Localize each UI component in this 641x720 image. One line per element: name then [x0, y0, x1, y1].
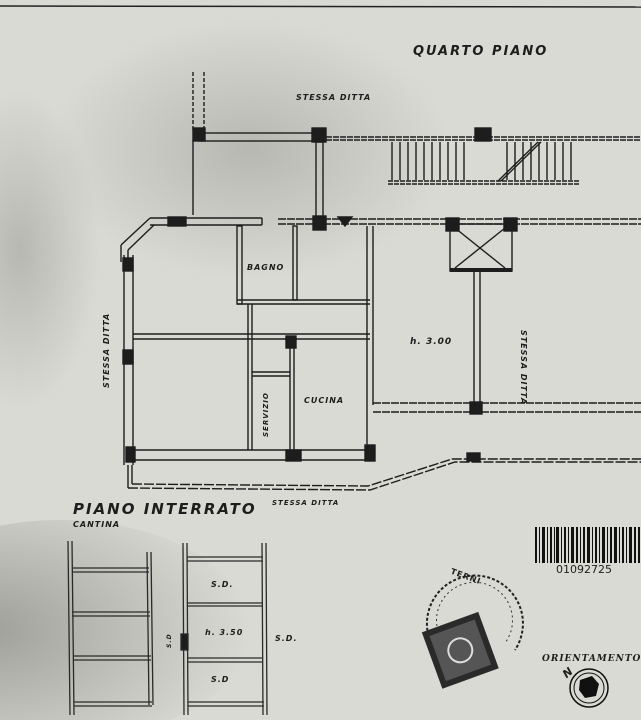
- basement-left-block: [67, 540, 154, 716]
- basement-cell-height-label: h. 3.50: [205, 628, 244, 637]
- quarto-piano-plan: [120, 72, 641, 491]
- basement-title: PIANO INTERRATO: [73, 500, 257, 518]
- shadow-top: [50, 20, 450, 280]
- basement-right-block: [180, 542, 268, 716]
- room-label-kitchen: CUCINA: [304, 396, 345, 405]
- basement-subtitle: CANTINA: [73, 520, 121, 529]
- staircase: [388, 141, 580, 185]
- barcode: [535, 527, 640, 563]
- basement-cell-top-label: S.D.: [211, 580, 234, 589]
- sheet-border: [0, 5, 641, 8]
- room-height-label: h. 3.00: [410, 337, 453, 347]
- basement-side-left-label: S.D: [166, 633, 173, 648]
- compass: [569, 668, 609, 708]
- neighbor-label-left: STESSA DITTA: [102, 312, 111, 388]
- basement-side-right-label: S.D.: [275, 634, 298, 643]
- basement-cell-bottom-label: S.D: [211, 675, 230, 684]
- neighbor-label-bottom: STESSA DITTA: [272, 499, 340, 507]
- shadow-bottom-left: [0, 520, 250, 720]
- room-label-bathroom: BAGNO: [247, 263, 285, 272]
- neighbor-label-top: STESSA DITTA: [296, 93, 372, 102]
- floor-title: QUARTO PIANO: [413, 44, 549, 59]
- room-label-service: SERVIZIO: [262, 392, 270, 437]
- neighbor-label-right: STESSA DITTA: [519, 330, 528, 406]
- orientation-label: ORIENTAMENTO: [542, 654, 641, 664]
- shadow-left: [0, 90, 100, 410]
- official-stamp: [421, 574, 524, 689]
- barcode-number: 01092725: [556, 563, 612, 576]
